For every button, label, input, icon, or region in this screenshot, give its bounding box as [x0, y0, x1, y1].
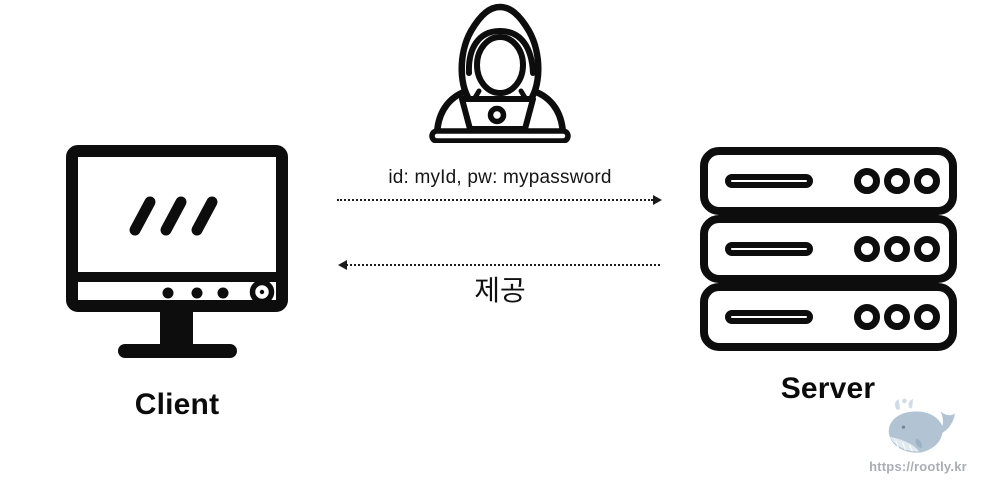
hacker-icon [423, 1, 577, 143]
whale-icon [881, 397, 959, 463]
response-arrow-line [346, 264, 660, 266]
monitor-icon [60, 140, 295, 365]
server-label: Server [780, 372, 876, 405]
response-arrowhead-icon [338, 260, 347, 270]
request-arrowhead-icon [653, 195, 662, 205]
request-arrow-line [337, 199, 653, 201]
watermark-url: https://rootly.kr [869, 459, 967, 474]
response-message-label: 제공 [474, 275, 526, 306]
request-message-label: id: myId, pw: mypassword [388, 167, 612, 188]
server-stack-icon [695, 140, 965, 360]
client-label: Client [134, 388, 220, 421]
